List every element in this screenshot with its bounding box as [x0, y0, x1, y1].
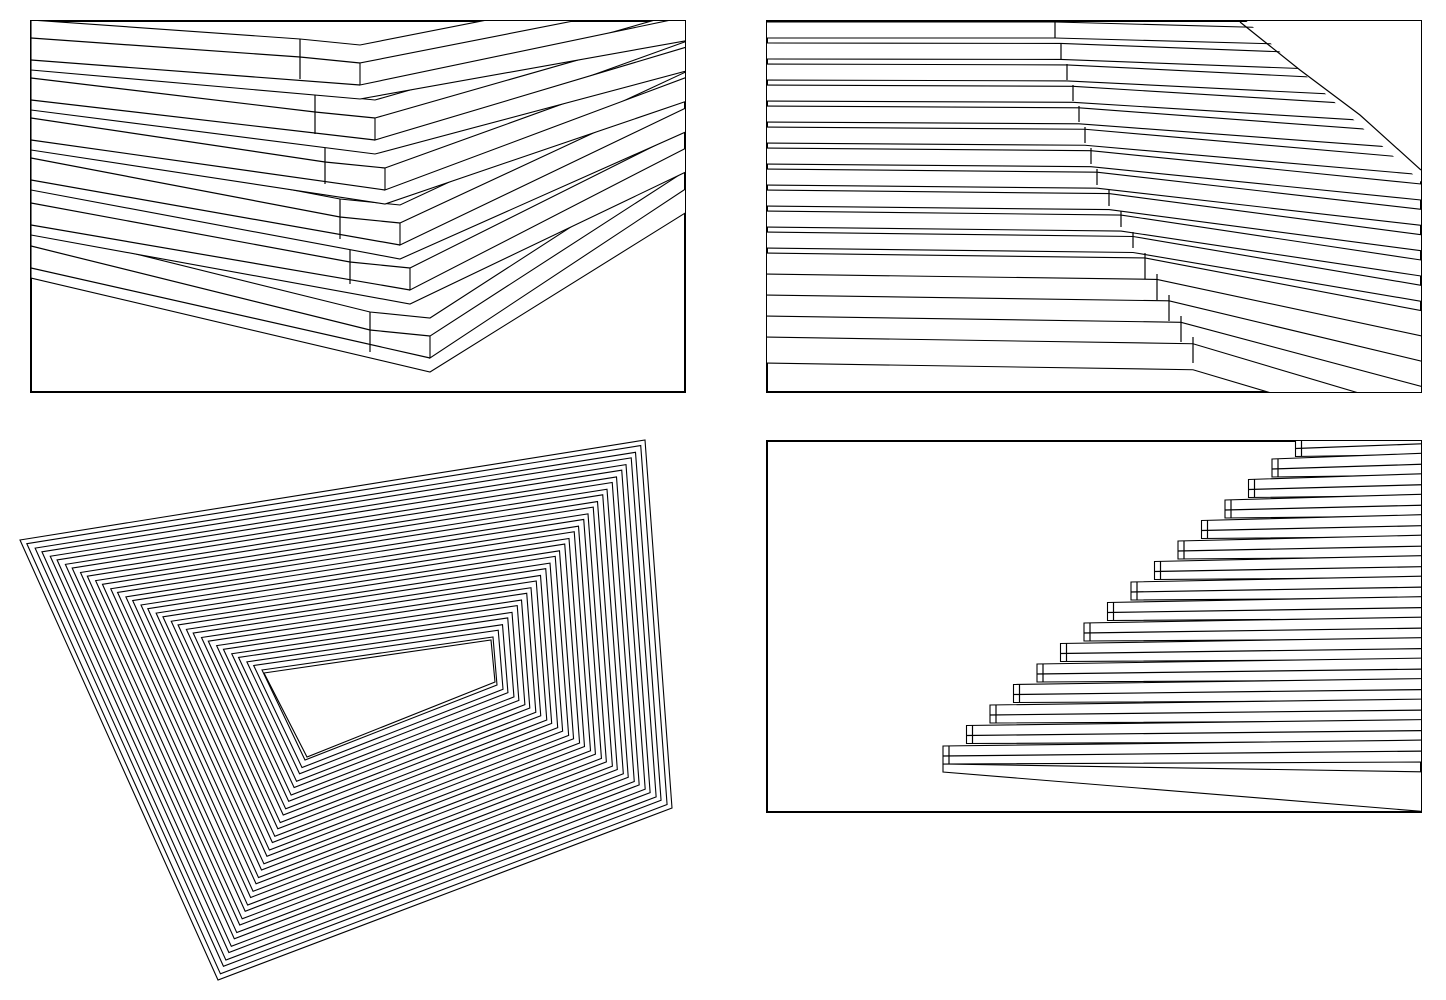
pyramid-step [942, 739, 1421, 765]
frame-ring-inner-edge [177, 568, 559, 838]
frame-ring-inner-edge [131, 531, 592, 879]
step-edge [966, 729, 1421, 737]
pyramid-step [1106, 596, 1421, 622]
board-edge [31, 59, 361, 86]
frame-ring-inner-edge [101, 506, 613, 906]
base-slab [942, 763, 1421, 812]
step-edge [942, 750, 1421, 757]
pyramid-step [1224, 493, 1421, 519]
step-edge [1271, 463, 1421, 470]
frame-ring-inner-edge [147, 543, 581, 865]
step-edge [1130, 586, 1421, 593]
pyramid-step [1247, 473, 1421, 499]
pyramid-step [965, 719, 1421, 745]
board-edge [31, 179, 401, 246]
board-edge [31, 139, 386, 191]
frame-ring-inner-edge [222, 604, 526, 796]
opening [263, 639, 496, 758]
pyramid-step [989, 698, 1421, 724]
step-edge [1060, 648, 1421, 655]
frame-ring-inner-edge [252, 629, 504, 769]
frame-ring-inner-edge [86, 494, 624, 920]
step-edge [1224, 504, 1421, 511]
step-edge [1177, 545, 1421, 552]
step-edge [1295, 443, 1421, 450]
panel-top-down-frames [19, 439, 673, 981]
board-edge [31, 267, 431, 359]
pyramid-step [1177, 534, 1421, 560]
pyramid-step [1271, 452, 1421, 478]
step-edge [1154, 566, 1421, 573]
pyramid-step [1153, 555, 1421, 581]
frame-ring-inner-edge [237, 617, 515, 783]
board [31, 21, 685, 155]
pyramid-step [1200, 514, 1421, 540]
pyramid-step [1036, 657, 1421, 683]
frame-ring-inner-edge [41, 457, 657, 961]
frame-ring-inner-edge [192, 580, 548, 824]
board-edge [31, 224, 411, 291]
step-edge [1083, 627, 1421, 634]
sky-mask [1246, 21, 1421, 182]
step-edge [1107, 607, 1421, 614]
frame-ring-inner-edge [162, 555, 570, 851]
board [31, 152, 685, 373]
frame-ring-inner-edge [26, 444, 668, 975]
step-edge [1036, 668, 1421, 675]
pyramid-step [1083, 616, 1421, 642]
step-edge [1201, 525, 1421, 532]
pyramid-step [1012, 678, 1421, 704]
board [31, 71, 685, 260]
pyramid-step [1059, 637, 1421, 663]
step-edge [1248, 484, 1421, 491]
frame-ring-inner-edge [71, 481, 635, 934]
panel-stepped-pyramid [766, 440, 1422, 813]
frame-ring-inner-edge [207, 592, 537, 810]
step-edge [989, 709, 1421, 716]
frame-ring-inner-edge [116, 518, 603, 893]
frame-ring-inner-edge [56, 469, 646, 948]
pyramid-step [1130, 575, 1421, 601]
step-edge [1013, 689, 1421, 696]
panel-corner-perspective [30, 20, 686, 393]
stepped-edge [1239, 21, 1421, 171]
board-edge [31, 99, 376, 141]
panel-low-angle-stack [766, 20, 1422, 393]
board [31, 21, 685, 100]
